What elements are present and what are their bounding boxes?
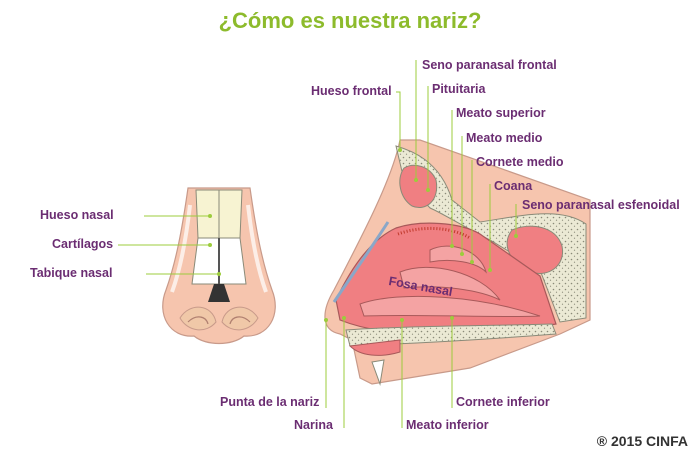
front-nose — [163, 188, 276, 344]
label-coana: Coana — [494, 179, 532, 193]
label-seno-esfenoidal: Seno paranasal esfenoidal — [522, 198, 680, 212]
label-pituitaria: Pituitaria — [432, 82, 486, 96]
label-hueso-nasal: Hueso nasal — [40, 208, 114, 222]
label-meato-inferior: Meato inferior — [406, 418, 489, 432]
label-meato-superior: Meato superior — [456, 106, 546, 120]
label-seno-frontal: Seno paranasal frontal — [422, 58, 557, 72]
label-cartilagos: Cartílagos — [52, 237, 113, 251]
label-cornete-inferior: Cornete inferior — [456, 395, 550, 409]
copyright: ® 2015 CINFA — [597, 433, 688, 449]
label-narina: Narina — [294, 418, 333, 432]
label-cornete-medio: Cornete medio — [476, 155, 564, 169]
label-hueso-frontal: Hueso frontal — [311, 84, 392, 98]
side-nose — [325, 140, 590, 384]
label-punta-nariz: Punta de la nariz — [220, 395, 319, 409]
label-tabique-nasal: Tabique nasal — [30, 266, 112, 280]
label-meato-medio: Meato medio — [466, 131, 542, 145]
